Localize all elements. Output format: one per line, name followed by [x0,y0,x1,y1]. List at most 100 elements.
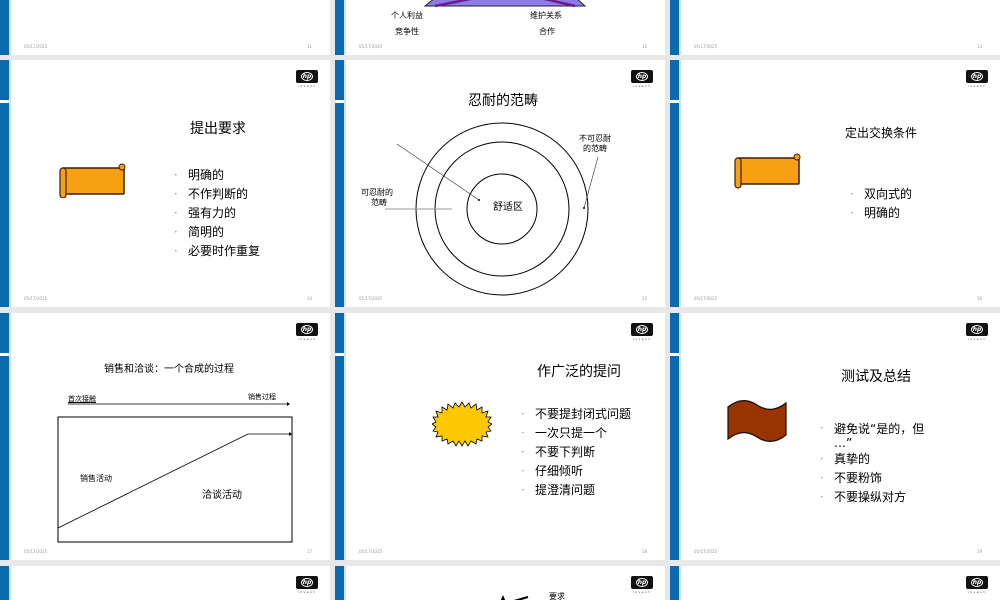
slide-edge [679,0,681,55]
process-diagram [57,402,293,543]
slide-date: 05/17/2025 [359,44,383,49]
bullet-item: 一次只提一个 [521,424,631,443]
label-requirement: 要求 [549,592,565,600]
slide-13[interactable]: 05/17/2025 13 [670,0,1000,55]
slide-date: 05/17/2025 [694,296,718,301]
slide-11[interactable]: 05/17/2025 11 [0,0,330,55]
bullet-item: 明确的 [850,204,912,223]
label-sales-activity: 销售活动 [80,474,112,483]
bullet-item: 不要操纵对方 [820,488,924,507]
slide-date: 05/17/2025 [694,44,718,49]
slide-edge [344,566,346,600]
label-intolerable-line1: 不可忍耐 [579,134,611,143]
slide-accent-bar [0,313,9,353]
slide-accent-bar [335,566,344,600]
slide-number: 16 [976,296,982,301]
slide-accent-bar [0,0,9,55]
slide-accent-bar [0,60,9,100]
bullet-item: 提澄清问题 [521,481,631,500]
label-maintain-relationship: 维护关系 [530,11,562,20]
label-negotiation-activity: 洽谈活动 [202,490,242,501]
slide-12[interactable]: 个人利益 竞争性 维护关系 合作 05/17/2025 12 [335,0,665,55]
slide-date: 05/17/2025 [24,549,48,554]
scroll-icon [734,153,801,189]
slide-number: 19 [976,549,982,554]
slide-accent-bar [0,103,9,307]
slide-date: 05/17/2025 [24,296,48,301]
scroll-icon [59,163,126,198]
slide-edge [344,313,346,560]
label-tolerable-line2: 范畴 [371,198,387,207]
label-sales-process: 销售过程 [248,393,276,401]
bullet-item: 强有力的 [174,204,260,223]
bullet-item: 不要下判断 [521,443,631,462]
slide-accent-bar [670,566,679,600]
slide-accent-bar [0,566,9,600]
slide-edge [9,566,11,600]
slide-title: 定出交换条件 [845,126,918,140]
slide-edge [679,566,681,600]
bullet-item: 必要时作重复 [174,242,260,261]
label-personal-interest: 个人利益 [391,11,423,20]
slide-edge [9,0,11,55]
slide-accent-bar [670,313,679,353]
slide-edge [679,313,681,560]
bullet-item: 不作判断的 [174,185,260,204]
concentric-circles-diagram [385,122,599,296]
slide-title: 测试及总结 [841,369,911,385]
slide-accent-bar [670,0,679,55]
slide-title: 销售和洽谈：一个合成的过程 [104,364,234,375]
slide-accent-bar [670,103,679,307]
bullet-list: 双向式的 明确的 [850,185,912,223]
bullet-list: 不要提封闭式问题 一次只提一个 不要下判断 仔细倾听 提澄清问题 [521,405,631,500]
slide-date: 05/17/2025 [24,44,48,49]
slide-accent-bar [670,356,679,560]
slide-number: 13 [976,44,982,49]
slide-edge [9,60,11,307]
slide-date: 05/17/2025 [359,549,383,554]
label-first-contact: 首次接触 [68,395,96,403]
slide-number: 17 [306,549,312,554]
slide-title: 作广泛的提问 [537,364,621,380]
slide-edge [344,60,346,307]
arrow-shape [500,595,529,600]
slide-accent-bar [335,356,344,560]
slide-accent-bar [335,0,344,55]
bullet-item: 真挚的 [820,450,924,469]
label-competitive: 竞争性 [395,27,419,36]
slide-title: 提出要求 [190,121,246,137]
label-comfort-zone: 舒适区 [493,202,523,213]
slide-date: 05/17/2025 [359,296,383,301]
slide-number: 12 [641,44,647,49]
wave-flag-icon [727,400,787,442]
slide-number: 15 [641,296,647,301]
bullet-item: 不要提封闭式问题 [521,405,631,424]
slide-accent-bar [0,356,9,560]
slide-edge [344,0,346,55]
bullet-item: 不要粉饰 [820,469,924,488]
bullet-item: 简明的 [174,223,260,242]
slide-date: 05/17/2025 [694,549,718,554]
label-cooperation: 合作 [539,27,555,36]
slide-accent-bar [335,103,344,307]
bullet-item: 仔细倾听 [521,462,631,481]
slide-accent-bar [335,60,344,100]
